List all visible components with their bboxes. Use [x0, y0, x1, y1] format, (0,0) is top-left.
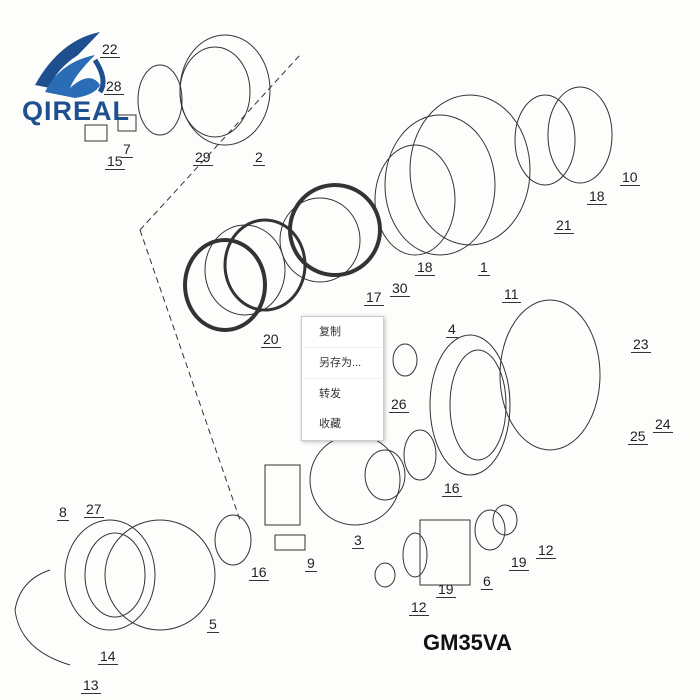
part-label: 5 — [207, 616, 219, 633]
logo-text: QIREAL — [22, 96, 131, 126]
menu-item-copy[interactable]: 复制 — [319, 326, 341, 338]
part-label: 16 — [442, 480, 462, 497]
part-label: 9 — [305, 555, 317, 572]
part-label: 25 — [628, 428, 648, 445]
part-label: 29 — [193, 149, 213, 166]
part-label: 26 — [389, 396, 409, 413]
part-label: 19 — [509, 554, 529, 571]
part-label: 23 — [631, 336, 651, 353]
part-label: 6 — [481, 573, 493, 590]
part-label: 27 — [84, 501, 104, 518]
part-label: 4 — [446, 321, 458, 338]
part-label: 18 — [415, 259, 435, 276]
part-label: 11 — [502, 286, 521, 303]
menu-divider — [304, 347, 381, 348]
part-label: 16 — [249, 564, 269, 581]
part-label: 18 — [587, 188, 607, 205]
part-label: 14 — [98, 648, 118, 665]
part-label: 1 — [478, 259, 490, 276]
menu-item-forward[interactable]: 转发 — [319, 388, 341, 400]
part-label: 24 — [653, 416, 673, 433]
part-label: 12 — [536, 542, 556, 559]
model-label: GM35VA — [423, 630, 512, 655]
part-label: 2 — [253, 149, 265, 166]
context-menu: 复制 另存为... 转发 收藏 — [301, 316, 384, 441]
part-label: 7 — [121, 141, 133, 158]
part-label: 30 — [390, 280, 410, 297]
part-label: 8 — [57, 504, 69, 521]
menu-item-favorite[interactable]: 收藏 — [319, 418, 341, 430]
part-label: 19 — [436, 581, 456, 598]
part-label: 17 — [364, 289, 384, 306]
part-label: 13 — [81, 677, 101, 694]
part-label: 28 — [104, 78, 124, 95]
logo-mark — [35, 32, 100, 88]
part-label: 3 — [352, 532, 364, 549]
part-label: 22 — [100, 41, 120, 58]
part-label: 20 — [261, 331, 281, 348]
menu-divider — [304, 378, 381, 379]
part-label: 15 — [105, 153, 125, 170]
part-label: 21 — [554, 217, 574, 234]
part-label: 12 — [409, 599, 429, 616]
menu-item-save-as[interactable]: 另存为... — [319, 357, 362, 369]
part-label: 10 — [620, 169, 640, 186]
